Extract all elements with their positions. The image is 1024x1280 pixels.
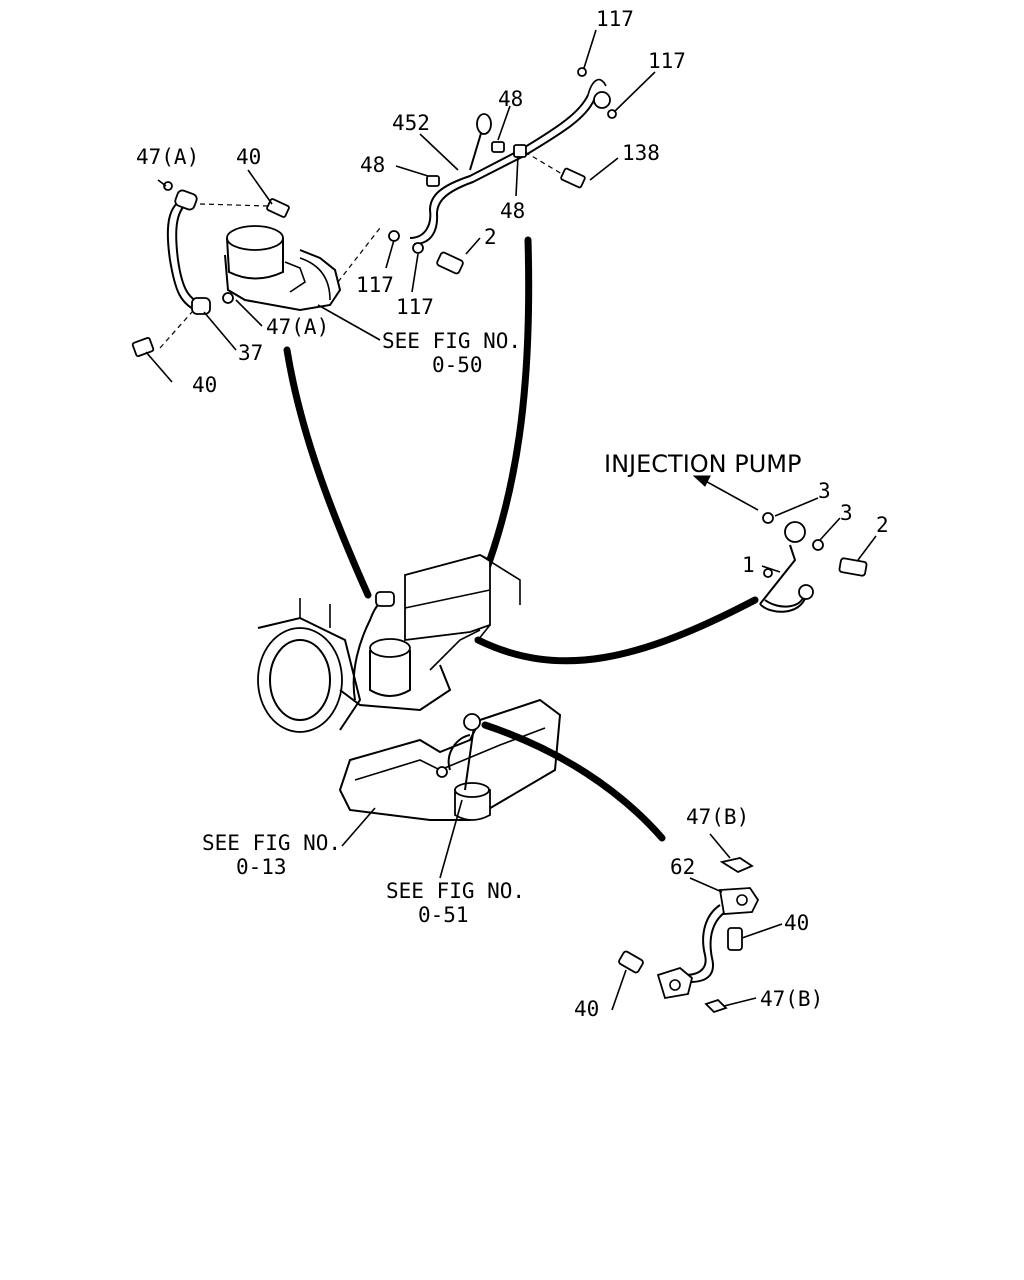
label-40-right: 40 [784,911,809,935]
bolt-138 [560,167,586,189]
label-40-left: 40 [192,373,217,397]
pipe-62 [684,904,721,976]
label-47a-top: 47(A) [136,145,199,169]
banjo-top [593,91,611,109]
label-48-right: 48 [500,199,525,223]
top-left-assembly [131,181,342,357]
lower-filter [454,789,491,821]
housing-outline [224,249,342,312]
washer-117-c [388,230,400,242]
part-labels: 117 117 48 452 48 138 48 2 47(A) 40 117 … [136,7,889,1021]
center-filter [369,650,411,697]
arrow-line [699,477,759,511]
bolt-40-bottom [618,950,644,974]
bolt-40-left [131,337,155,357]
flange-62-bottom [656,966,694,1000]
leader-lines [145,29,877,1011]
washer-3-a [762,512,774,524]
label-47a-mid: 47(A) [266,315,329,339]
label-62: 62 [670,855,695,879]
filter-top [226,225,284,251]
flange-62-top [718,887,760,915]
label-117-top-b: 117 [648,49,686,73]
label-138: 138 [622,141,660,165]
label-117-mid-b: 117 [396,295,434,319]
washer-117-a [577,67,587,77]
top-pipe-assembly [337,67,617,283]
injection-pump-assembly [692,475,868,613]
pipe-1 [759,544,797,605]
label-48-top: 48 [498,87,523,111]
label-1: 1 [742,553,755,577]
arrow-head [692,475,711,487]
washer-3-b [812,539,824,551]
label-3-a: 3 [818,479,831,503]
bolt-40-right [727,927,743,951]
washer-47a-top [163,181,173,191]
washer-117-d [412,242,424,254]
label-see-fig-050-line1: SEE FIG NO. [382,329,521,353]
label-see-fig-051-line1: SEE FIG NO. [386,879,525,903]
oil-pan [338,698,562,821]
pipe-452 [409,94,589,239]
washer-47a-mid [222,292,234,304]
label-117-top-a: 117 [596,7,634,31]
label-40-top: 40 [236,145,261,169]
label-see-fig-013-line1: SEE FIG NO. [202,831,341,855]
label-37: 37 [238,341,263,365]
flange-ring [257,627,343,733]
label-see-fig-050-line2: 0-50 [432,353,483,377]
label-3-b: 3 [840,501,853,525]
label-injection-pump: INJECTION PUMP [604,450,801,478]
center-engine-assembly [257,554,562,879]
pipe-37 [166,197,201,313]
label-47b-top: 47(B) [686,805,749,829]
gasket-47b-top [719,857,754,874]
connector-right [474,596,759,665]
label-452: 452 [392,111,430,135]
label-see-fig-051-line2: 0-51 [418,903,469,927]
gasket-47b-bottom [704,998,728,1014]
connector-bottom [481,721,666,842]
label-2-top: 2 [484,225,497,249]
connector-left [283,346,372,599]
pipe-62-assembly [618,857,760,1014]
label-40-bottom: 40 [574,997,599,1021]
bolt-2-right [838,557,868,577]
filter-body [226,237,284,280]
label-117-mid-a: 117 [356,273,394,297]
bolt-2-top [436,251,464,275]
label-48-left: 48 [360,153,385,177]
label-see-fig-013-line2: 0-13 [236,855,287,879]
label-47b-bottom: 47(B) [760,987,823,1011]
pump-box [404,554,491,642]
label-2-right: 2 [876,513,889,537]
